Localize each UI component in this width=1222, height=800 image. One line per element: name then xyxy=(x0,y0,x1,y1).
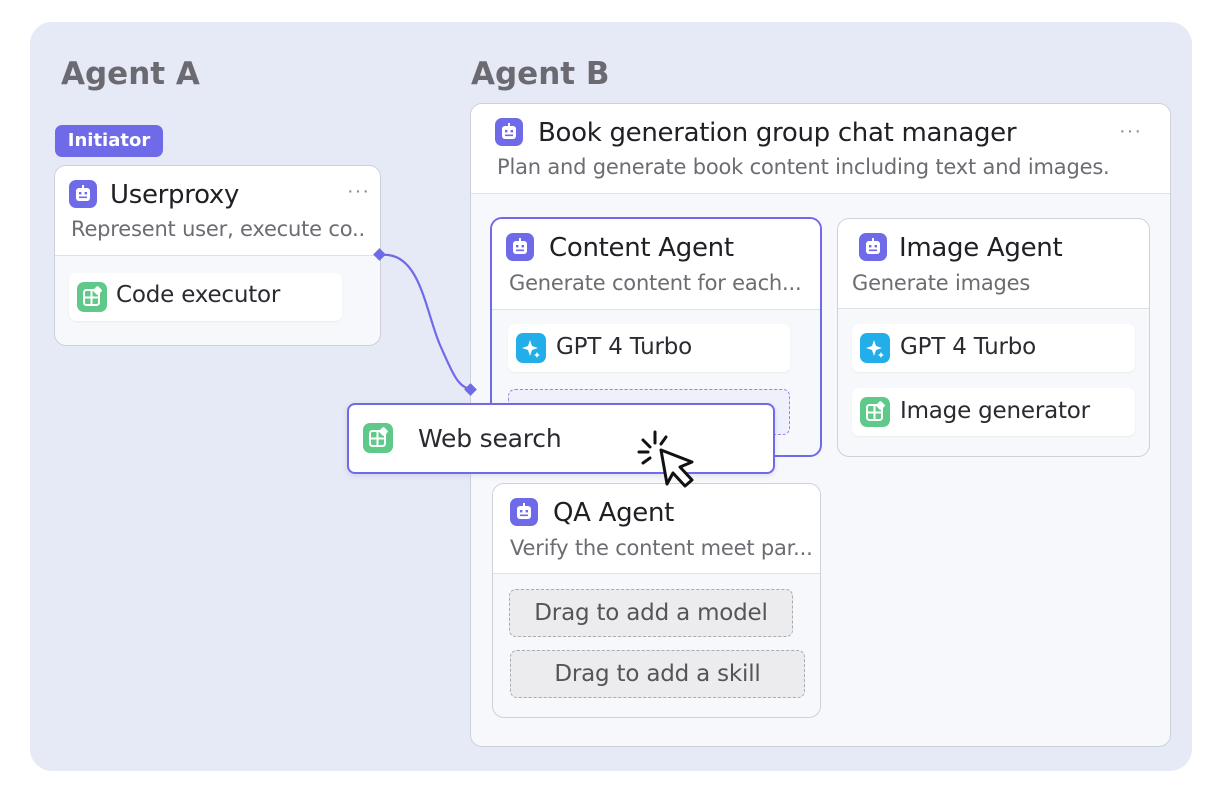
userproxy-more-icon[interactable]: ··· xyxy=(347,180,370,202)
image-agent-description: Generate images xyxy=(852,271,1031,295)
robot-icon xyxy=(69,180,97,208)
image-agent-header: Image Agent Generate images xyxy=(838,219,1149,309)
model-chip-gpt4-turbo[interactable]: GPT 4 Turbo xyxy=(508,324,790,372)
robot-icon xyxy=(495,118,523,146)
manager-description: Plan and generate book content including… xyxy=(497,155,1110,179)
qa-agent-card[interactable]: QA Agent Verify the content meet par... … xyxy=(492,483,821,718)
sparkle-model-icon xyxy=(860,333,890,363)
agent-a-heading: Agent A xyxy=(61,56,200,92)
userproxy-title: Userproxy xyxy=(110,180,240,210)
manager-card-header: Book generation group chat manager ··· P… xyxy=(471,104,1170,194)
skill-drop-zone[interactable]: Drag to add a skill xyxy=(510,650,805,698)
manager-more-icon[interactable]: ··· xyxy=(1119,120,1142,142)
model-chip-label: GPT 4 Turbo xyxy=(556,334,693,360)
skill-icon xyxy=(77,282,107,312)
robot-icon xyxy=(506,233,534,261)
skill-chip-code-executor[interactable]: Code executor xyxy=(69,273,342,321)
content-agent-description: Generate content for each... xyxy=(509,271,802,295)
skill-icon xyxy=(363,423,393,453)
initiator-badge: Initiator xyxy=(55,125,163,157)
model-chip-label: GPT 4 Turbo xyxy=(900,334,1037,360)
image-agent-title: Image Agent xyxy=(899,233,1063,263)
skill-chip-label: Image generator xyxy=(900,398,1090,424)
userproxy-description: Represent user, execute co.. xyxy=(71,217,365,241)
sparkle-model-icon xyxy=(516,333,546,363)
content-agent-header: Content Agent Generate content for each.… xyxy=(492,219,820,310)
userproxy-card[interactable]: Userproxy ··· Represent user, execute co… xyxy=(54,165,381,346)
manager-title: Book generation group chat manager xyxy=(538,118,1017,148)
dragging-chip-label: Web search xyxy=(418,424,562,453)
qa-agent-title: QA Agent xyxy=(553,498,675,528)
model-chip-gpt4-turbo[interactable]: GPT 4 Turbo xyxy=(852,324,1135,372)
skill-chip-image-generator[interactable]: Image generator xyxy=(852,388,1135,436)
robot-icon xyxy=(859,233,887,261)
image-agent-card[interactable]: Image Agent Generate images GPT 4 Turbo … xyxy=(837,218,1150,457)
qa-agent-header: QA Agent Verify the content meet par... xyxy=(493,484,820,574)
userproxy-card-header: Userproxy ··· Represent user, execute co… xyxy=(55,166,380,256)
robot-icon xyxy=(510,498,538,526)
agent-b-heading: Agent B xyxy=(471,56,610,92)
content-agent-title: Content Agent xyxy=(549,233,734,263)
skill-chip-label: Code executor xyxy=(116,282,281,308)
model-drop-zone[interactable]: Drag to add a model xyxy=(509,589,793,637)
dragging-skill-chip[interactable]: Web search xyxy=(347,403,775,474)
skill-icon xyxy=(860,397,890,427)
qa-agent-description: Verify the content meet par... xyxy=(510,536,813,560)
